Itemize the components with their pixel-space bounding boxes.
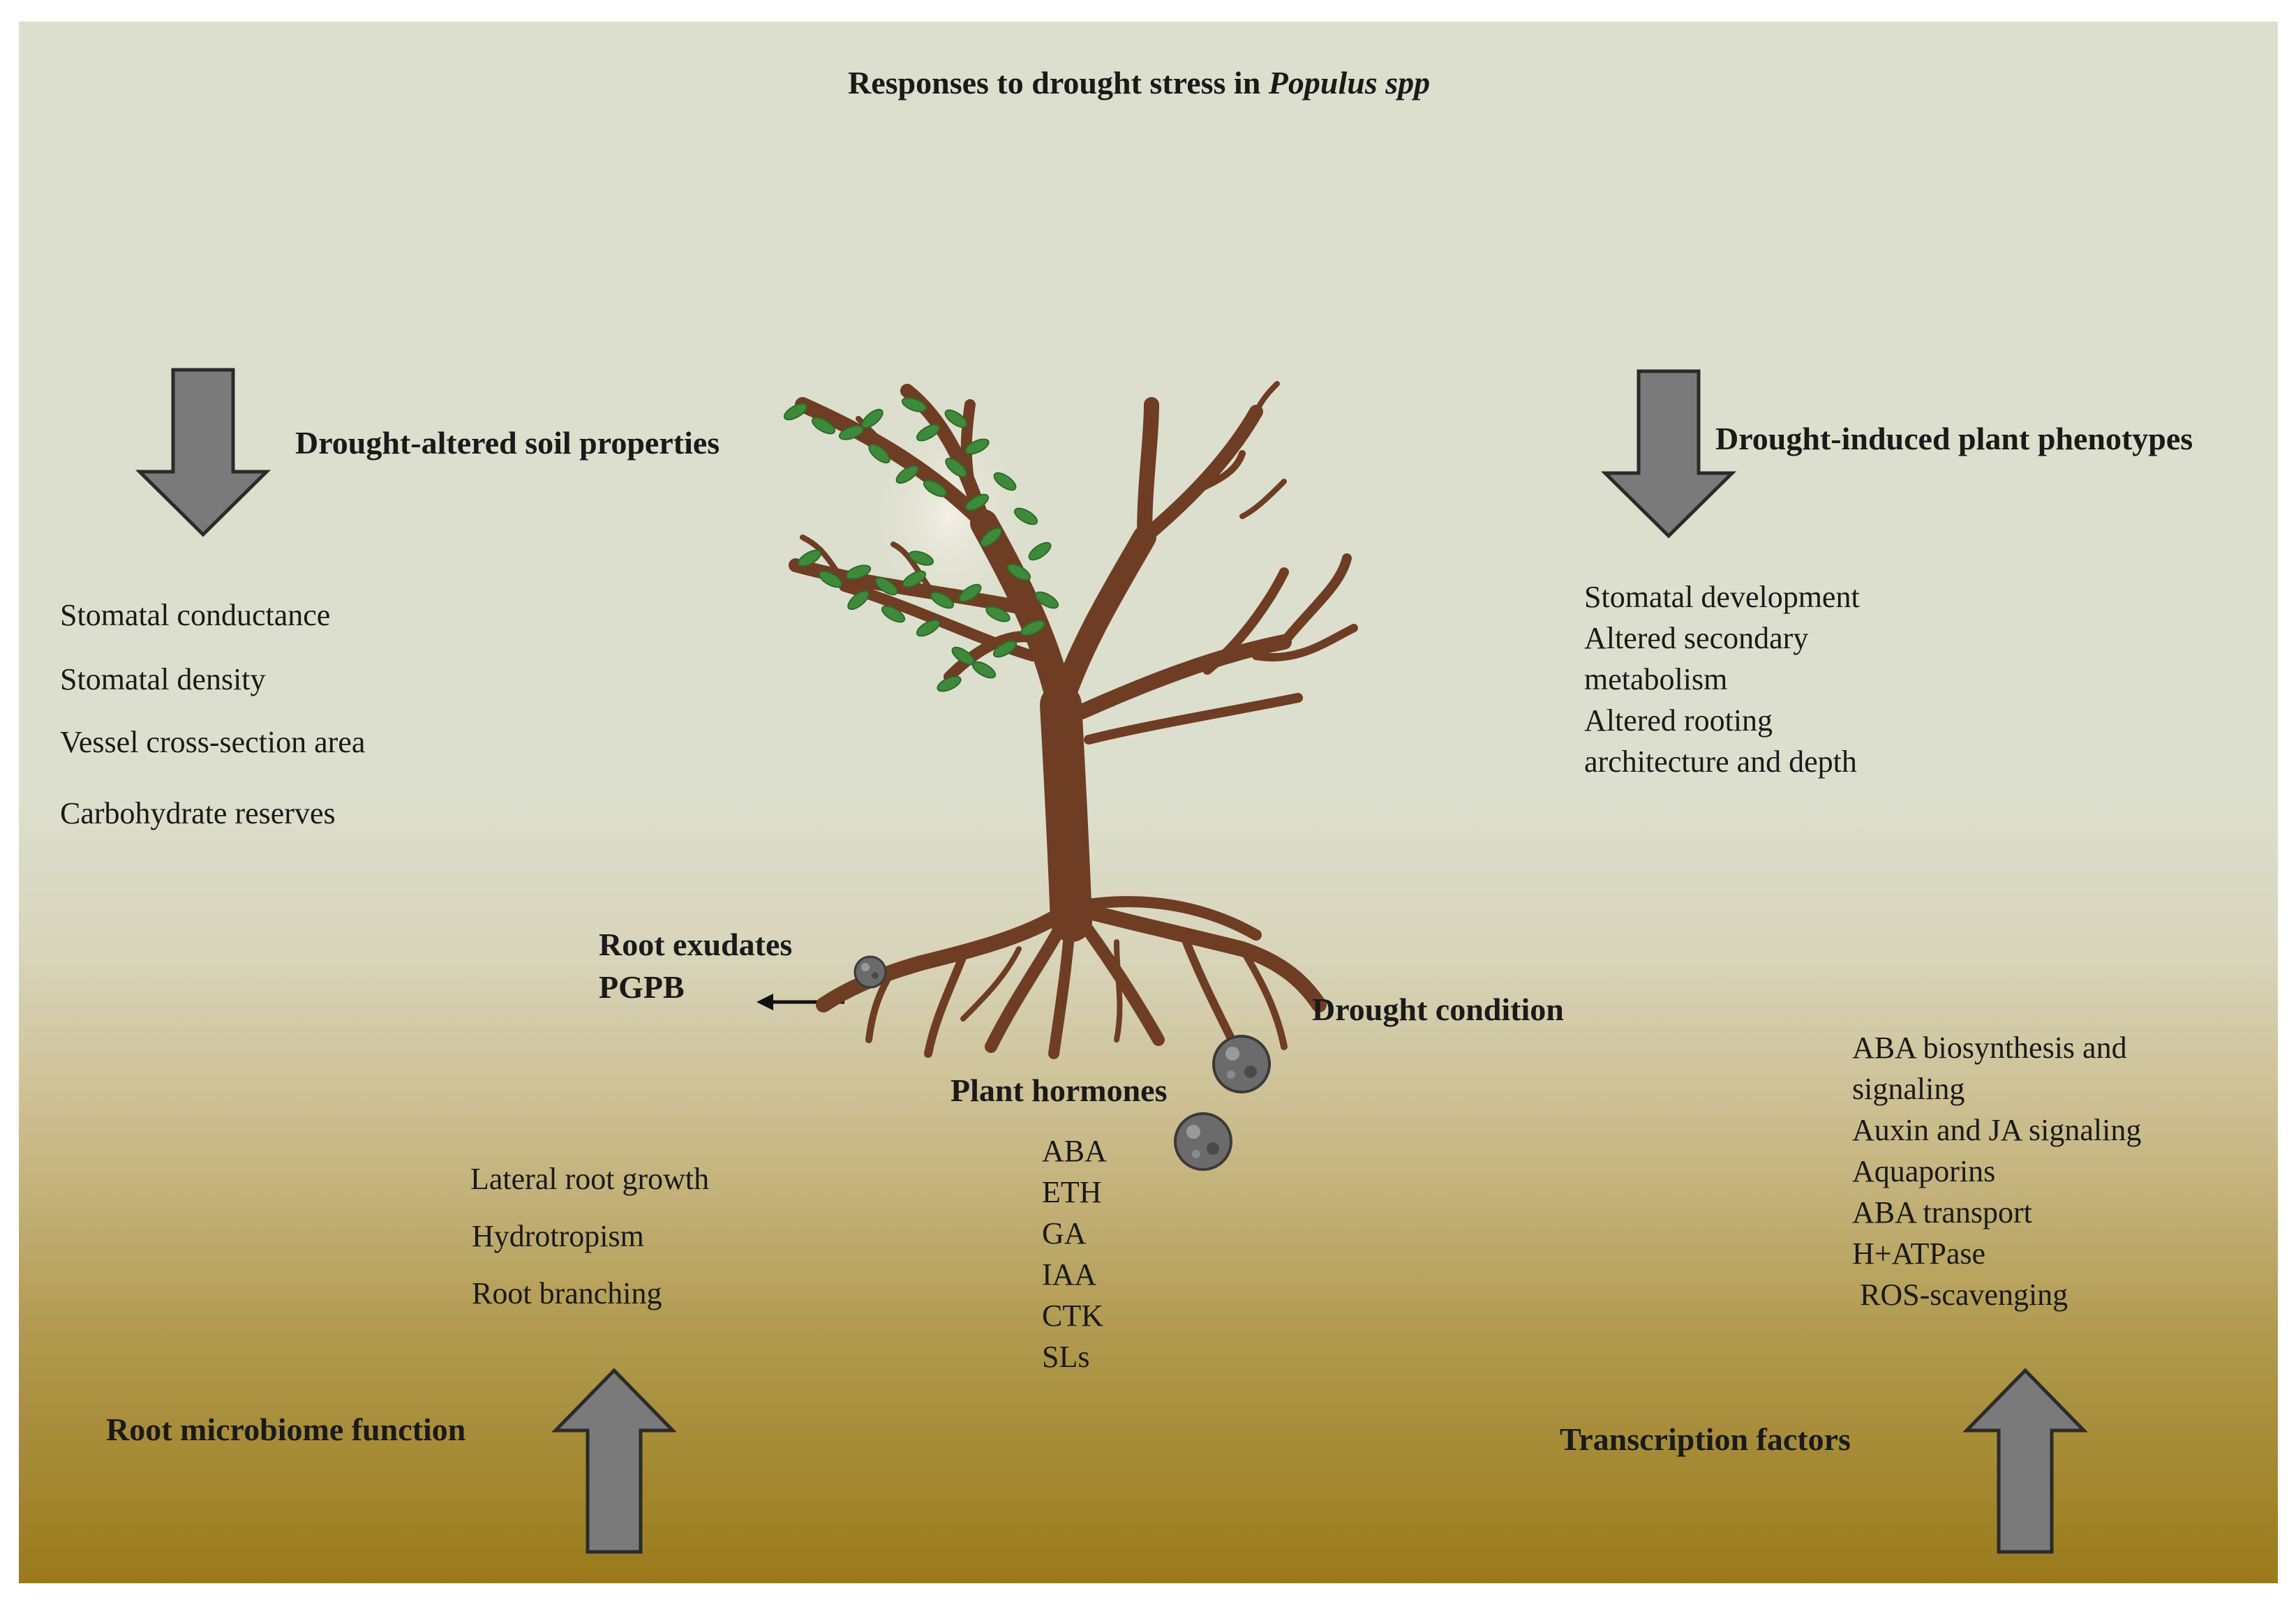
list-item: metabolism xyxy=(1584,662,1728,696)
list-item: GA xyxy=(1042,1216,1087,1250)
arrow-up-icon xyxy=(1962,1368,2088,1554)
transcription-factors-list: ABA biosynthesis and signaling Auxin and… xyxy=(1852,1027,2141,1315)
list-item: Vessel cross-section area xyxy=(60,725,366,759)
diagram-panel xyxy=(19,22,2278,1583)
plant-phenotypes-heading: Drought-induced plant phenotypes xyxy=(1715,421,2193,456)
arrow-up-icon xyxy=(551,1368,677,1554)
soil-properties-heading: Drought-altered soil properties xyxy=(295,425,720,461)
root-exudates-label: Root exudates xyxy=(599,927,793,962)
list-item: Aquaporins xyxy=(1852,1154,1996,1188)
microbe-icon xyxy=(1174,1112,1232,1171)
list-item: Stomatal density xyxy=(60,662,266,696)
list-item: ABA biosynthesis and xyxy=(1852,1031,2127,1065)
tree-illustration xyxy=(783,381,1358,1059)
phenotypes-list: Stomatal development Altered secondary m… xyxy=(1584,576,1860,782)
list-item: Root branching xyxy=(472,1276,662,1310)
list-item: ABA transport xyxy=(1852,1195,2032,1229)
list-item: Hydrotropism xyxy=(472,1219,644,1253)
list-item: signaling xyxy=(1852,1072,1965,1106)
list-item: Stomatal development xyxy=(1584,580,1860,614)
list-item: architecture and depth xyxy=(1584,745,1857,779)
list-item: Altered rooting xyxy=(1584,703,1773,738)
microbe-icon xyxy=(1212,1035,1271,1093)
drought-condition-label: Drought condition xyxy=(1312,992,1564,1027)
list-item: H+ATPase xyxy=(1852,1236,1986,1271)
hormones-list: ABA ETH GA IAA CTK SLs xyxy=(1042,1130,1107,1377)
pgpb-label: PGPB xyxy=(599,969,685,1005)
list-item: Lateral root growth xyxy=(470,1162,710,1196)
list-item: ROS-scavenging xyxy=(1852,1278,2068,1312)
list-item: IAA xyxy=(1042,1257,1097,1292)
list-item: Auxin and JA signaling xyxy=(1852,1113,2142,1147)
list-item: SLs xyxy=(1042,1340,1090,1374)
list-item: CTK xyxy=(1042,1299,1103,1333)
diagram-title: Responses to drought stress in Populus s… xyxy=(848,65,1431,100)
microbe-icon xyxy=(853,955,887,989)
list-item: ABA xyxy=(1042,1134,1107,1168)
root-microbiome-heading: Root microbiome function xyxy=(106,1412,466,1447)
list-item: Carbohydrate reserves xyxy=(60,796,336,830)
list-item: ETH xyxy=(1042,1175,1102,1209)
list-item: Altered secondary xyxy=(1584,621,1809,655)
plant-hormones-heading: Plant hormones xyxy=(951,1072,1168,1108)
list-item: Stomatal conductance xyxy=(60,598,331,632)
arrow-down-icon xyxy=(135,368,271,537)
transcription-factors-heading: Transcription factors xyxy=(1560,1421,1851,1457)
arrow-down-icon xyxy=(1600,369,1737,539)
